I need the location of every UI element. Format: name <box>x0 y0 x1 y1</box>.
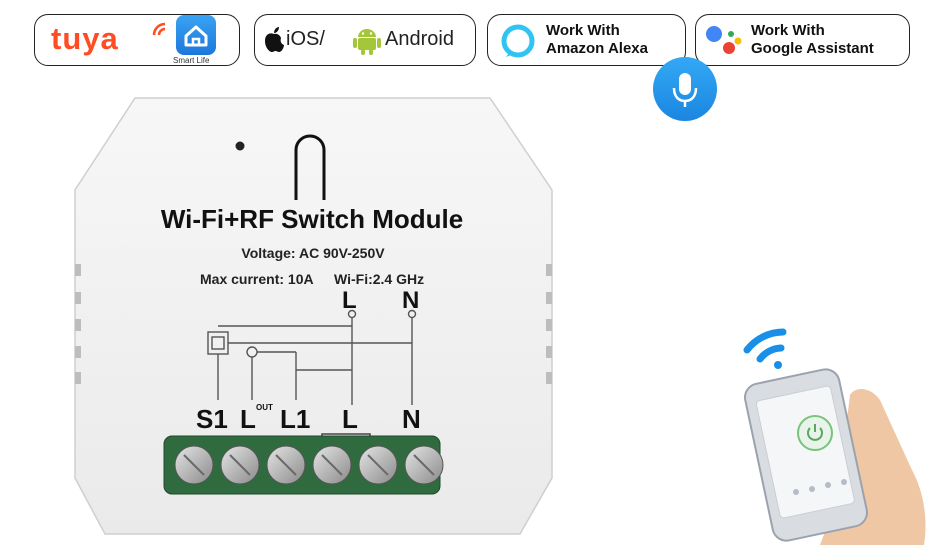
terminal-s1-label: S1 <box>196 404 228 434</box>
antenna-icon <box>294 134 326 200</box>
terminal-l1-label: L1 <box>280 404 310 434</box>
wifi-label: Wi-Fi:2.4 GHz <box>334 271 424 287</box>
tuya-wifi-icon <box>152 22 166 36</box>
android-label: Android <box>385 28 454 50</box>
tuya-logo: tuya <box>51 21 119 56</box>
top-n-label: N <box>402 287 419 314</box>
top-l-label: L <box>342 287 357 314</box>
amazon-alexa-badge: Work With Amazon Alexa <box>487 14 686 66</box>
module-housing <box>74 97 553 535</box>
terminal-l-label: L <box>342 404 358 434</box>
left-vents <box>75 264 81 384</box>
smartphone-app <box>744 368 868 542</box>
ios-android-badge: iOS/ Android <box>254 14 476 66</box>
current-label: Max current: 10A <box>200 271 314 287</box>
alexa-ring-icon <box>501 24 535 58</box>
wiring-diagram <box>207 309 417 405</box>
right-vents <box>546 264 552 384</box>
led-indicator <box>235 141 245 151</box>
smart-life-home-icon <box>176 15 216 55</box>
google-text: Work With Google Assistant <box>751 22 874 57</box>
voltage-label: Voltage: AC 90V-250V <box>241 245 385 261</box>
microphone-icon <box>653 57 717 121</box>
wifi-icon <box>743 328 787 369</box>
terminal-n-label: N <box>402 404 421 434</box>
apple-icon <box>265 27 284 52</box>
google-assistant-badge: Work With Google Assistant <box>695 14 910 66</box>
google-assistant-icon <box>706 26 742 54</box>
ios-label: iOS/ <box>286 28 325 50</box>
android-icon <box>353 29 381 55</box>
module-title: Wi-Fi+RF Switch Module <box>161 204 463 234</box>
app-power-button-icon <box>797 415 833 451</box>
smart-life-label: Smart Life <box>173 56 210 65</box>
tuya-smart-life-badge: tuya Smart Life <box>34 14 240 66</box>
terminal-lout-sup: OUT <box>256 403 273 412</box>
terminal-lout-label: L <box>240 404 256 434</box>
alexa-text: Work With Amazon Alexa <box>546 22 648 57</box>
